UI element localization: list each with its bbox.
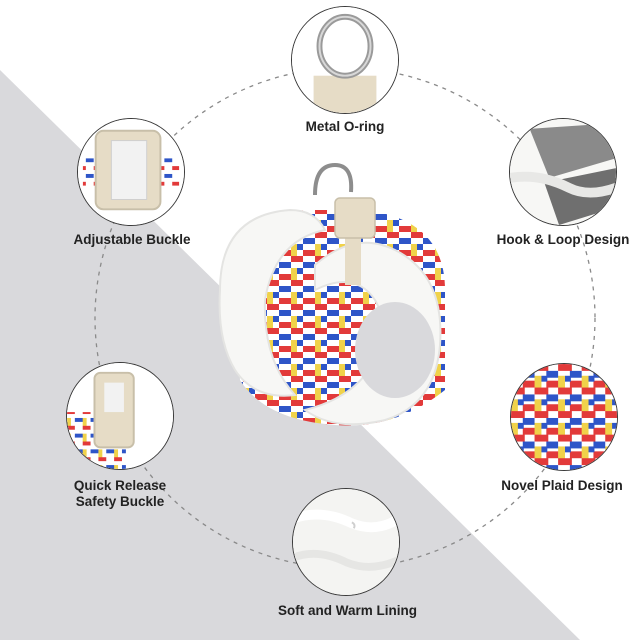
quick-release-label-line1: Quick Release (73, 478, 167, 493)
novel-plaid-label: Novel Plaid Design (501, 478, 623, 493)
hook-loop-label: Hook & Loop Design (496, 232, 630, 247)
harness-product-image (195, 160, 475, 440)
metal-o-ring-label: Metal O-ring (305, 119, 385, 134)
hook-loop-closeup-image (509, 118, 617, 226)
adjustable-buckle-label: Adjustable Buckle (73, 232, 191, 247)
o-ring-closeup-image (291, 6, 399, 114)
quick-release-label-line2: Safety Buckle (75, 494, 165, 509)
plaid-closeup-image (510, 363, 618, 471)
adjustable-buckle-closeup-image (77, 118, 185, 226)
lining-closeup-image (292, 488, 400, 596)
soft-lining-label: Soft and Warm Lining (278, 603, 417, 618)
quick-release-closeup-image (66, 362, 174, 470)
